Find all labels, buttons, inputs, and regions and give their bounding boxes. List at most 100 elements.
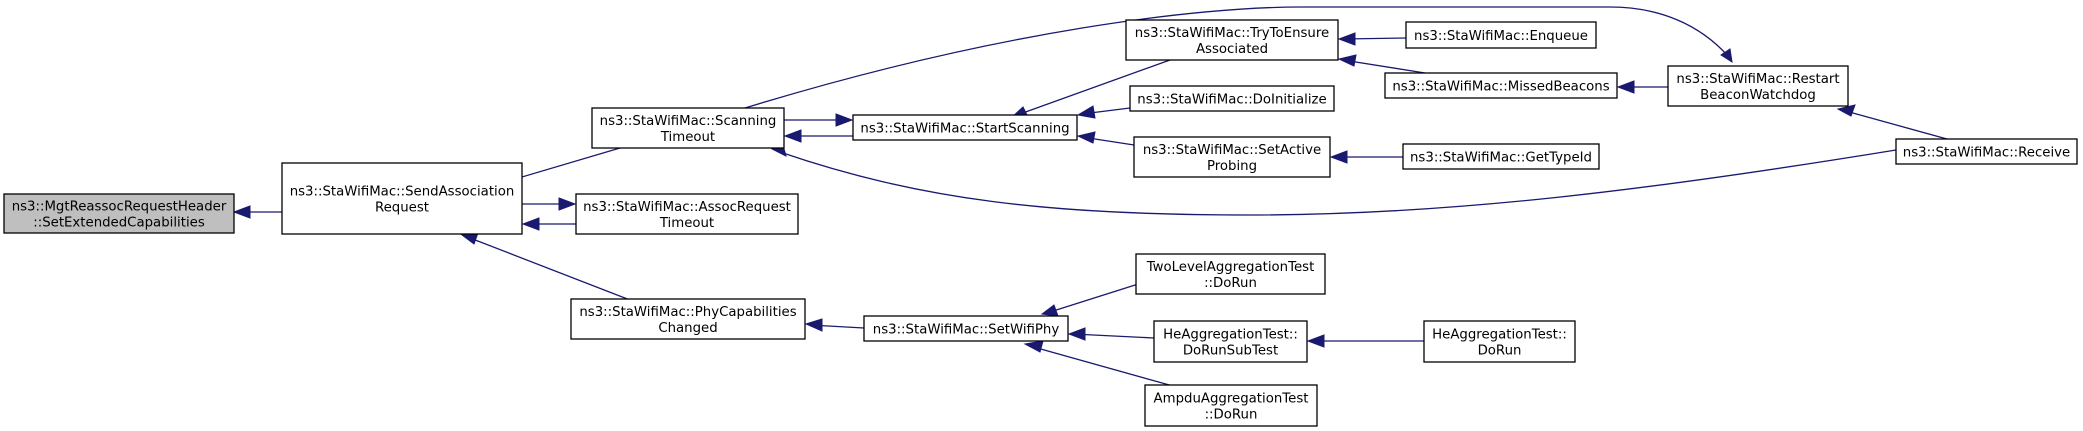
edge-start-scanning-to-scanning-timeout	[783, 129, 853, 143]
node-label-line: ::DoRun	[1204, 276, 1257, 291]
node-he-do-run-sub-test[interactable]: HeAggregationTest::DoRunSubTest	[1153, 320, 1308, 363]
node-ampdu-do-run[interactable]: AmpduAggregationTest::DoRun	[1144, 384, 1318, 427]
edge-try-ensure-to-start-scanning-line	[1019, 59, 1171, 115]
node-label-line: DoRunSubTest	[1183, 344, 1278, 359]
node-label-line: ns3::StaWifiMac::PhyCapabilities	[579, 305, 796, 320]
node-box	[1133, 136, 1331, 178]
node-label-line: Probing	[1207, 159, 1257, 174]
node-box	[1667, 65, 1849, 107]
node-box	[1144, 384, 1318, 427]
edge-get-type-id-to-set-active-probing	[1329, 150, 1403, 164]
node-set-wifi-phy[interactable]: ns3::StaWifiMac::SetWifiPhy	[863, 315, 1069, 342]
node-label-line: Timeout	[660, 130, 715, 145]
node-box	[1895, 138, 2078, 165]
node-he-do-run[interactable]: HeAggregationTest::DoRun	[1423, 320, 1576, 363]
function-nodes: ns3::MgtReassocRequestHeader::SetExtende…	[3, 19, 2078, 427]
edge-scanning-timeout-to-restart-watchdog-line	[744, 6, 1729, 109]
edge-missed-beacons-to-try-ensure	[1337, 54, 1426, 74]
node-label-line: HeAggregationTest::	[1163, 328, 1298, 343]
node-label-line: AmpduAggregationTest	[1154, 392, 1309, 407]
node-label-line: ns3::StaWifiMac::TryToEnsure	[1135, 26, 1329, 41]
edge-scanning-timeout-to-start-scanning-arrowhead	[835, 113, 854, 127]
node-label-line: ns3::StaWifiMac::SetActive	[1143, 143, 1321, 158]
edge-receive-to-restart-watchdog	[1836, 104, 1948, 140]
node-box	[1405, 21, 1597, 49]
node-box	[1402, 143, 1600, 170]
node-box	[1384, 72, 1618, 99]
node-box	[575, 193, 799, 235]
edge-he-subtest-to-set-wifi-phy-line	[1072, 333, 1155, 339]
node-label-line: ns3::StaWifiMac::Enqueue	[1414, 29, 1588, 44]
edge-enqueue-to-try-ensure	[1337, 32, 1407, 46]
node-enqueue[interactable]: ns3::StaWifiMac::Enqueue	[1405, 21, 1597, 49]
node-label-line: ns3::StaWifiMac::MissedBeacons	[1392, 80, 1609, 95]
node-missed-beacons[interactable]: ns3::StaWifiMac::MissedBeacons	[1384, 72, 1618, 99]
node-label-line: DoRun	[1478, 344, 1522, 359]
edge-do-initialize-to-start-scanning-arrowhead	[1076, 105, 1096, 119]
edge-set-wifi-phy-to-phy-caps-arrowhead	[804, 318, 823, 332]
node-label-line: ns3::StaWifiMac::DoInitialize	[1137, 93, 1326, 108]
edge-enqueue-to-try-ensure-arrowhead	[1337, 32, 1356, 46]
node-box	[852, 114, 1078, 141]
edge-two-level-to-set-wifi-phy-arrowhead	[1040, 304, 1059, 317]
node-label-line: Timeout	[659, 216, 714, 231]
edge-restart-watchdog-to-missed-beacons	[1616, 80, 1668, 94]
node-box	[1423, 320, 1576, 363]
node-box	[863, 315, 1069, 342]
edge-ampdu-to-set-wifi-phy-arrowhead	[1023, 340, 1044, 353]
node-label-line: ns3::MgtReassocRequestHeader	[12, 200, 227, 215]
node-label-line: ns3::StaWifiMac::GetTypeId	[1410, 151, 1592, 166]
node-label-line: Associated	[1196, 42, 1268, 57]
edge-send-assoc-to-assoc-timeout-arrowhead	[558, 197, 577, 211]
node-receive[interactable]: ns3::StaWifiMac::Receive	[1895, 138, 2078, 165]
node-label-line: ns3::StaWifiMac::Receive	[1903, 146, 2070, 161]
edge-set-active-probing-to-start-scanning	[1076, 131, 1135, 146]
node-box	[1153, 320, 1308, 363]
node-two-level-do-run[interactable]: TwoLevelAggregationTest::DoRun	[1135, 253, 1326, 295]
node-do-initialize[interactable]: ns3::StaWifiMac::DoInitialize	[1129, 85, 1335, 112]
edge-start-scanning-to-scanning-timeout-arrowhead	[783, 129, 802, 143]
edge-do-initialize-to-start-scanning	[1076, 105, 1131, 119]
edge-set-wifi-phy-to-phy-caps	[804, 318, 865, 332]
edge-assoc-timeout-to-send-assoc	[521, 217, 576, 231]
edge-send-assoc-to-set-ext-caps	[232, 205, 282, 219]
edge-missed-beacons-to-try-ensure-arrowhead	[1337, 54, 1357, 67]
node-start-scanning[interactable]: ns3::StaWifiMac::StartScanning	[852, 114, 1078, 141]
node-label-line: ::SetExtendedCapabilities	[33, 216, 205, 231]
node-box	[1129, 85, 1335, 112]
node-label-line: HeAggregationTest::	[1432, 328, 1567, 343]
node-get-type-id[interactable]: ns3::StaWifiMac::GetTypeId	[1402, 143, 1600, 170]
edge-receive-to-restart-watchdog-arrowhead	[1836, 104, 1856, 117]
node-box	[281, 162, 523, 235]
node-label-line: Changed	[658, 321, 717, 336]
edge-get-type-id-to-set-active-probing-arrowhead	[1329, 150, 1348, 164]
edge-ampdu-to-set-wifi-phy-line	[1029, 345, 1181, 389]
edge-send-assoc-to-set-ext-caps-arrowhead	[232, 205, 251, 219]
node-label-line: ns3::StaWifiMac::SetWifiPhy	[873, 323, 1060, 338]
edge-set-active-probing-to-start-scanning-arrowhead	[1076, 131, 1096, 144]
node-label-line: BeaconWatchdog	[1700, 88, 1816, 103]
edge-receive-to-restart-watchdog-line	[1841, 109, 1948, 140]
node-label-line: ns3::StaWifiMac::SendAssociation	[290, 185, 515, 200]
edge-he-subtest-to-set-wifi-phy-arrowhead	[1067, 327, 1086, 341]
node-label-line: TwoLevelAggregationTest	[1146, 260, 1315, 275]
node-box	[3, 193, 235, 234]
edge-ampdu-to-set-wifi-phy	[1023, 340, 1181, 389]
node-label-line: ns3::StaWifiMac::StartScanning	[860, 122, 1069, 137]
edge-phy-caps-to-send-assoc	[460, 232, 631, 301]
node-box	[591, 107, 785, 149]
edge-scanning-timeout-to-restart-watchdog-arrowhead	[1720, 48, 1733, 64]
edge-send-assoc-to-assoc-timeout	[522, 197, 577, 211]
node-set-extended-capabilities[interactable]: ns3::MgtReassocRequestHeader::SetExtende…	[3, 193, 235, 234]
node-label-line: Request	[375, 201, 429, 216]
edge-scanning-timeout-to-restart-watchdog	[744, 6, 1733, 109]
node-box	[570, 298, 806, 340]
